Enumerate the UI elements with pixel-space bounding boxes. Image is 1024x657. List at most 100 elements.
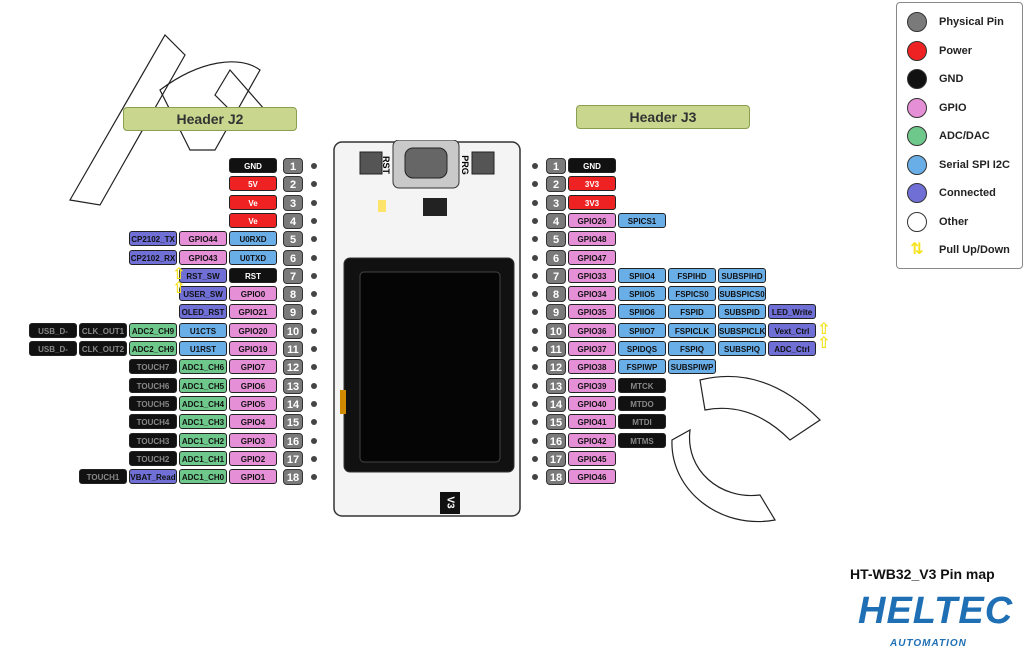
left-pin-18-label: ADC1_CH0 [179,469,227,485]
right-pin-13-label: MTCK [618,377,666,393]
left-pin-5-label: GPIO44 [179,231,227,247]
right-pin-11-label: ADC_Ctrl [768,341,816,356]
right-pin-5-label: GPIO48 [568,231,616,247]
left-pin-13-label: ADC1_CH5 [179,377,227,393]
right-pin-14-label: GPIO40 [568,395,616,411]
right-pin-dot [532,236,538,243]
left-pin-dot [311,327,317,334]
legend-item: Power [907,40,972,62]
left-pin-12-label: TOUCH7 [129,359,177,375]
left-pin-10-label: ADC2_CH9 [129,322,177,338]
legend-item: Connected [907,182,996,204]
left-pin-18: 18 [283,469,303,486]
left-pin-8-label: GPIO0 [229,286,277,302]
left-pin-7-label: RST [229,267,277,283]
left-pin-18-label: GPIO1 [229,469,277,485]
right-pin-11-label: SPIDQS [618,341,666,356]
left-pin-dot [311,291,317,298]
right-pin-8-label: SUBSPICS0 [718,286,766,302]
right-pin-dot [532,346,538,352]
legend-label: ADC/DAC [939,130,990,142]
header-j3-label: Header J3 [576,105,750,129]
right-pin-16: 16 [546,432,566,449]
right-pin-dot [532,364,538,371]
right-pin-11: 11 [546,341,566,357]
right-pin-12: 12 [546,359,566,376]
left-pin-14-label: TOUCH5 [129,395,177,411]
left-pin-10-label: CLK_OUT1 [79,322,127,338]
left-pin-dot [311,272,317,279]
right-pin-dot [532,455,538,462]
right-pin-dot [532,382,538,389]
left-pin-5: 5 [283,231,303,248]
pullup-icon: ⇧⇧ [817,320,831,352]
right-pin-11-label: SUBSPIQ [718,341,766,356]
left-pin-5-label: CP2102_TX [129,231,177,247]
left-pin-10: 10 [283,322,303,339]
right-pin-dot [532,419,538,426]
legend-swatch-icon [907,183,927,203]
left-pin-15-label: ADC1_CH3 [179,414,227,430]
right-pin-4: 4 [546,212,566,229]
right-pin-14-label: MTDO [618,395,666,411]
left-pin-dot [311,474,317,481]
right-pin-dot [532,217,538,224]
left-pin-dot [311,419,317,426]
legend-item: ADC/DAC [907,125,990,147]
left-pin-9-label: OLED_RST [179,304,227,320]
left-pin-7-label: RST_SW [179,267,227,283]
left-pin-15-label: TOUCH4 [129,414,177,430]
right-pin-1: 1 [546,158,566,174]
right-pin-4-label: GPIO26 [568,212,616,228]
left-pin-3-label: Ve [229,194,277,210]
left-pin-13: 13 [283,377,303,394]
left-pin-2: 2 [283,176,303,193]
left-pin-3: 3 [283,194,303,211]
legend-item: GND [907,68,963,90]
right-pin-8: 8 [546,286,566,303]
right-pin-9-label: LED_Write [768,304,816,320]
right-pin-dot [532,474,538,481]
left-pin-8: 8 [283,286,303,303]
legend-swatch-icon [907,211,927,232]
right-pin-6-label: GPIO47 [568,249,616,265]
right-pin-10-label: Vext_Ctrl [768,322,816,338]
updown-arrow-icon: ⇅ [910,241,924,258]
right-pin-5: 5 [546,231,566,248]
legend-item: GPIO [907,97,967,119]
legend-label: Other [939,215,969,228]
left-pin-1-label: GND [229,158,277,173]
legend-swatch-icon [907,97,927,118]
right-pin-7-label: GPIO33 [568,267,616,283]
left-pin-5-label: U0RXD [229,231,277,247]
left-pin-18-label: VBAT_Read [129,469,177,485]
left-pin-12: 12 [283,359,303,376]
right-pin-7: 7 [546,267,566,284]
right-pin-15-label: MTDI [618,414,666,430]
left-pin-dot [311,199,317,206]
right-pin-12-label: SUBSPIWP [668,359,716,375]
right-pin-4-label: SPICS1 [618,212,666,228]
legend-label: Power [939,44,973,57]
left-pin-7: 7 [283,267,303,284]
right-pin-9-label: GPIO35 [568,304,616,320]
right-pin-10-label: FSPICLK [668,322,716,338]
left-pin-dot [311,364,317,371]
left-pin-16: 16 [283,432,303,449]
left-pin-11-label: U1RST [179,341,227,356]
legend-swatch-icon [907,40,927,61]
left-pin-6: 6 [283,249,303,266]
legend-swatch-icon [907,154,927,175]
right-pin-dot [532,163,538,169]
left-pin-9-label: GPIO21 [229,304,277,320]
right-pin-9: 9 [546,304,566,321]
right-pin-15-label: GPIO41 [568,414,616,430]
left-pin-15-label: GPIO4 [229,414,277,430]
left-pin-11-label: ADC2_CH9 [129,341,177,356]
left-pin-dot [311,382,317,389]
left-pin-18-label: TOUCH1 [79,469,127,485]
legend-item: Other [907,211,968,233]
legend-label: GND [939,73,964,85]
